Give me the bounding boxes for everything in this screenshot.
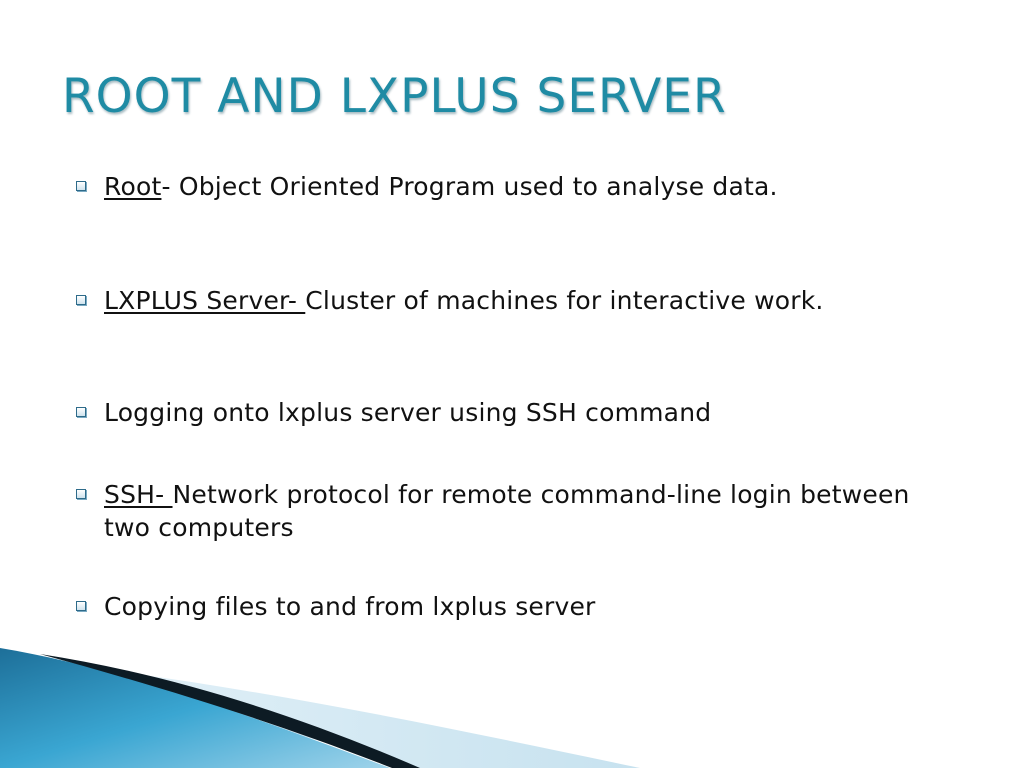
bullet-text: LXPLUS Server- Cluster of machines for i… xyxy=(104,284,956,317)
bullet-text: Logging onto lxplus server using SSH com… xyxy=(104,396,956,429)
swoosh-dark-band xyxy=(40,654,420,768)
bullet-rest: Network protocol for remote command-line… xyxy=(104,480,910,542)
swoosh-blue-wedge xyxy=(0,648,390,768)
bullet-lead: Root xyxy=(104,172,162,201)
square-bullet-icon xyxy=(76,601,86,611)
bullet-text: Copying files to and from lxplus server xyxy=(104,590,956,623)
square-bullet-icon xyxy=(76,489,86,499)
bullet-rest: Cluster of machines for interactive work… xyxy=(305,286,824,315)
bullet-item-lxplus: LXPLUS Server- Cluster of machines for i… xyxy=(76,284,956,317)
bullet-item-root: Root- Object Oriented Program used to an… xyxy=(76,170,956,203)
bullet-text: Root- Object Oriented Program used to an… xyxy=(104,170,956,203)
bullet-rest: Logging onto lxplus server using SSH com… xyxy=(104,398,712,427)
bullet-rest: - Object Oriented Program used to analys… xyxy=(161,172,778,201)
square-bullet-icon xyxy=(76,407,86,417)
bullet-rest: Copying files to and from lxplus server xyxy=(104,592,596,621)
bullet-lead: LXPLUS Server- xyxy=(104,286,306,315)
bullet-item-copying: Copying files to and from lxplus server xyxy=(76,590,956,623)
swoosh-light-band xyxy=(60,664,640,768)
slide-title: ROOT AND LXPLUS SERVER xyxy=(62,69,727,124)
bullet-text: SSH- Network protocol for remote command… xyxy=(104,478,956,544)
square-bullet-icon xyxy=(76,295,86,305)
bullet-item-logging: Logging onto lxplus server using SSH com… xyxy=(76,396,956,429)
bullet-item-ssh: SSH- Network protocol for remote command… xyxy=(76,478,956,544)
square-bullet-icon xyxy=(76,181,86,191)
bullet-lead: SSH- xyxy=(104,480,173,509)
